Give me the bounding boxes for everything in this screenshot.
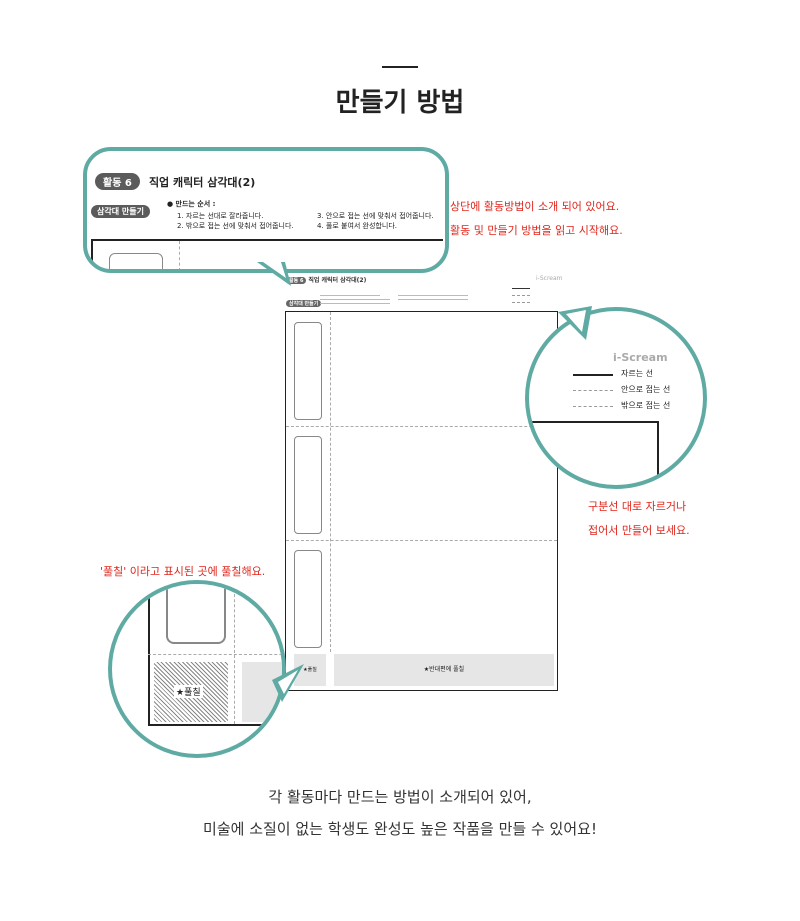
activity-badge: 활동 6 (95, 173, 140, 190)
zoom-section-row: 삼각대 만들기 (91, 199, 150, 218)
annotation-left-1: '풀칠' 이라고 표시된 곳에 풀칠해요. (100, 565, 266, 578)
outer-fold-line-icon (573, 406, 613, 407)
steps-heading: ● 만드는 순서 : (167, 200, 216, 208)
zoom-bubble-legend: i-Scream 자르는 선 안으로 접는 선 밖으로 접는 선 (525, 307, 707, 489)
zoom-fold-line-h (148, 654, 282, 655)
activity-sheet: ★풀칠 ★반대편에 풀칠 (285, 311, 558, 691)
activity-title: 직업 캐릭터 삼각대(2) (148, 176, 256, 189)
sheet-slot-2 (294, 436, 322, 534)
zoom-fold-line-v (234, 584, 235, 724)
sheet-slot-3 (294, 550, 322, 648)
legend-brand: i-Scream (613, 351, 668, 364)
zoom-slot-left (166, 584, 226, 644)
step-4: 4. 풀로 붙여서 완성합니다. (317, 222, 397, 230)
title-decoration-bar (382, 66, 418, 68)
sheet-subheader: 삼각대 만들기 (286, 290, 322, 309)
zoom-sheet-corner-left (148, 584, 282, 726)
annotation-top-2: 활동 및 만들기 방법을 읽고 시작해요. (450, 224, 623, 237)
step-2: 2. 밖으로 접는 선에 맞춰서 접어줍니다. (177, 222, 294, 230)
annotation-top-1: 상단에 활동방법이 소개 되어 있어요. (450, 200, 620, 213)
sheet-section-badge: 삼각대 만들기 (286, 300, 322, 307)
glue-area-label: ★풀칠 (174, 685, 203, 698)
sheet-brand: i-Scream (536, 275, 563, 282)
sheet-slot-1 (294, 322, 322, 420)
zoom-pointer-right (558, 306, 592, 340)
sheet-activity-badge: 활동 6 (286, 277, 307, 284)
step-1: 1. 자르는 선대로 잘라줍니다. (177, 212, 264, 220)
sheet-header: 활동 6 직업 캐릭터 삼각대(2) (286, 275, 366, 284)
zoom-sheet-corner (529, 421, 659, 485)
glue-area-gray (242, 662, 282, 722)
legend-cut: 자르는 선 (621, 369, 653, 378)
zoom-sheet-edge (91, 239, 443, 269)
bottom-text-1: 각 활동마다 만드는 방법이 소개되어 있어, (268, 788, 532, 806)
annotation-right-2: 접어서 만들어 보세요. (588, 524, 690, 537)
zoom-slot (109, 253, 163, 269)
page-title: 만들기 방법 (335, 88, 465, 118)
zoom-bubble-glue: ★풀칠 (108, 580, 286, 758)
sheet-fold-line-vertical (330, 312, 331, 652)
annotation-right-1: 구분선 대로 자르거나 (588, 500, 687, 513)
legend-inner-fold: 안으로 접는 선 (621, 385, 671, 394)
sheet-steps-lines (320, 291, 490, 307)
legend-outer-fold: 밖으로 접는 선 (621, 401, 671, 410)
bottom-text-2: 미술에 소질이 없는 학생도 완성도 높은 작품을 만들 수 있어요! (203, 820, 597, 838)
sheet-glue-area-large: ★반대편에 풀칠 (334, 654, 554, 686)
sheet-activity-title: 직업 캐릭터 삼각대(2) (308, 277, 367, 284)
section-badge: 삼각대 만들기 (91, 205, 150, 218)
inner-fold-line-icon (573, 390, 613, 391)
step-3: 3. 안으로 접는 선에 맞춰서 접어줍니다. (317, 212, 434, 220)
zoom-bubble-header: 활동 6 직업 캐릭터 삼각대(2) 삼각대 만들기 ● 만드는 순서 : 1.… (83, 147, 449, 273)
cut-line-icon (573, 374, 613, 376)
zoom-pointer-top (257, 262, 291, 286)
zoom-pointer-left (272, 664, 304, 702)
sheet-fold-line-2 (286, 540, 557, 541)
zoom-fold-line (179, 241, 180, 269)
zoom-title-row: 활동 6 직업 캐릭터 삼각대(2) (95, 171, 255, 190)
sheet-fold-line-1 (286, 426, 557, 427)
sheet-legend (512, 286, 560, 308)
